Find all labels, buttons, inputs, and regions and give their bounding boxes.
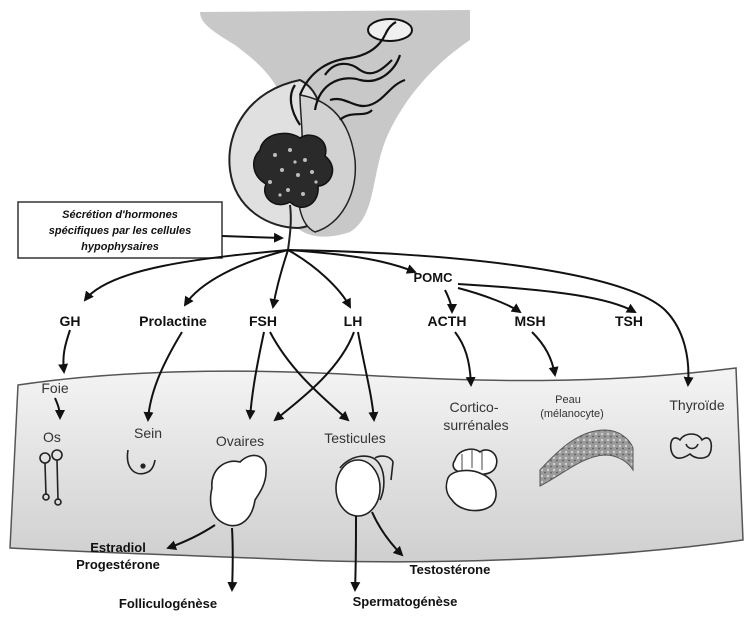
hypothalamus-nucleus xyxy=(368,19,412,41)
organ-sein: Sein xyxy=(134,425,162,441)
hormone-fsh: FSH xyxy=(249,313,277,329)
hormone-msh: MSH xyxy=(514,313,545,329)
hormone-lh: LH xyxy=(344,313,363,329)
organ-os: Os xyxy=(43,429,61,445)
secretion-line-1: Sécrétion d'hormones xyxy=(62,209,178,221)
product-spermatogenese: Spermatogénèse xyxy=(353,594,458,609)
hormone-tsh: TSH xyxy=(615,313,643,329)
organ-thyroide: Thyroïde xyxy=(669,397,724,413)
organ-ovaires: Ovaires xyxy=(216,433,264,449)
product-folliculogenese: Folliculogénèse xyxy=(119,596,217,611)
product-progesterone: Progestérone xyxy=(76,557,160,572)
secretion-box: Sécrétion d'hormones spécifiques par les… xyxy=(18,202,222,258)
hormone-prolactine: Prolactine xyxy=(139,313,207,329)
pituitary-gland-illustration xyxy=(200,10,470,250)
box-to-stalk-arrow xyxy=(222,236,282,238)
organ-peau-2: (mélanocyte) xyxy=(540,408,604,420)
organ-cortico-2: surrénales xyxy=(443,417,508,433)
organ-foie: Foie xyxy=(41,380,68,396)
product-testosterone: Testostérone xyxy=(410,562,491,577)
organ-cortico-1: Cortico- xyxy=(449,399,498,415)
hormone-gh: GH xyxy=(60,313,81,329)
hormone-acth: ACTH xyxy=(428,313,467,329)
organ-peau-1: Peau xyxy=(555,394,581,406)
hormone-pomc: POMC xyxy=(414,270,454,285)
organ-testicules: Testicules xyxy=(324,430,385,446)
hormone-labels: POMC GH Prolactine FSH LH ACTH MSH TSH xyxy=(60,270,644,329)
product-estradiol: Estradiol xyxy=(90,540,146,555)
secretion-line-2: spécifiques par les cellules xyxy=(49,225,191,237)
secretion-line-3: hypophysaires xyxy=(81,241,159,253)
